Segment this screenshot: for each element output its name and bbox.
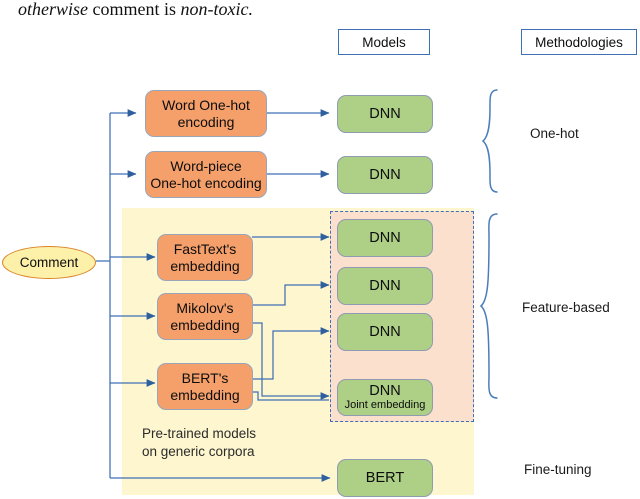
node-fasttext-line2: embedding: [170, 257, 240, 274]
brace-feature-based: [479, 213, 498, 399]
pretrained-caption-line2: on generic corpora: [142, 444, 255, 460]
node-dnn-joint-sublabel: Joint embedding: [344, 399, 426, 412]
node-bert-embedding-line1: BERT's: [181, 370, 229, 387]
node-word-one-hot[interactable]: Word One-hot encoding: [145, 90, 267, 137]
header-methodologies-label: Methodologies: [535, 34, 623, 50]
node-word-piece-one-hot[interactable]: Word-piece One-hot encoding: [145, 151, 267, 198]
node-bert-embedding-line2: embedding: [170, 386, 240, 403]
methodology-feature-based-label: Feature-based: [522, 300, 610, 315]
node-dnn-1[interactable]: DNN: [337, 95, 433, 133]
header-models: Models: [338, 29, 430, 55]
node-dnn-2-label: DNN: [369, 166, 401, 183]
node-dnn-2[interactable]: DNN: [337, 156, 433, 194]
figure-caption-text: otherwise comment is non-toxic.: [18, 0, 253, 20]
methodology-fine-tuning-label: Fine-tuning: [524, 462, 592, 477]
brace-one-hot: [481, 89, 498, 193]
node-comment-input[interactable]: Comment: [2, 246, 96, 279]
node-mikolov-line2: embedding: [170, 316, 240, 333]
node-fasttext-line1: FastText's: [173, 241, 237, 258]
node-mikolov-line1: Mikolov's: [176, 300, 234, 317]
node-dnn-5[interactable]: DNN: [337, 313, 433, 351]
node-comment-label: Comment: [19, 255, 79, 270]
node-word-piece-one-hot-line1: Word-piece: [170, 158, 242, 175]
node-word-one-hot-line2: encoding: [177, 113, 235, 130]
node-dnn-1-label: DNN: [369, 105, 401, 122]
caption-italic-tail: non-toxic.: [180, 0, 253, 19]
pretrained-caption-line1: Pre-trained models: [142, 426, 257, 441]
methodology-feature-based: Feature-based: [522, 300, 610, 315]
node-word-piece-one-hot-line2: One-hot encoding: [150, 174, 262, 191]
methodology-one-hot-label: One-hot: [530, 126, 579, 141]
node-word-one-hot-line1: Word One-hot: [162, 97, 250, 114]
methodology-fine-tuning: Fine-tuning: [524, 462, 592, 477]
node-dnn-3[interactable]: DNN: [337, 219, 433, 257]
pretrained-models-caption: Pre-trained models on generic corpora: [142, 425, 256, 461]
node-bert-model[interactable]: BERT: [337, 459, 433, 497]
node-dnn-4-label: DNN: [369, 277, 401, 294]
node-dnn-joint-label: DNN: [369, 383, 401, 400]
node-fasttext-embedding[interactable]: FastText's embedding: [157, 234, 253, 281]
header-models-label: Models: [362, 34, 406, 50]
node-dnn-joint-embedding[interactable]: DNN Joint embedding: [337, 379, 433, 416]
node-bert-embedding[interactable]: BERT's embedding: [157, 363, 253, 410]
node-dnn-5-label: DNN: [369, 323, 401, 340]
methodology-one-hot: One-hot: [530, 126, 579, 141]
node-mikolov-embedding[interactable]: Mikolov's embedding: [157, 293, 253, 340]
node-dnn-4[interactable]: DNN: [337, 267, 433, 305]
node-dnn-3-label: DNN: [369, 229, 401, 246]
node-bert-model-label: BERT: [365, 469, 405, 486]
caption-middle: comment is: [88, 0, 181, 19]
header-methodologies: Methodologies: [521, 29, 637, 55]
caption-italic-lead: otherwise: [18, 0, 88, 19]
